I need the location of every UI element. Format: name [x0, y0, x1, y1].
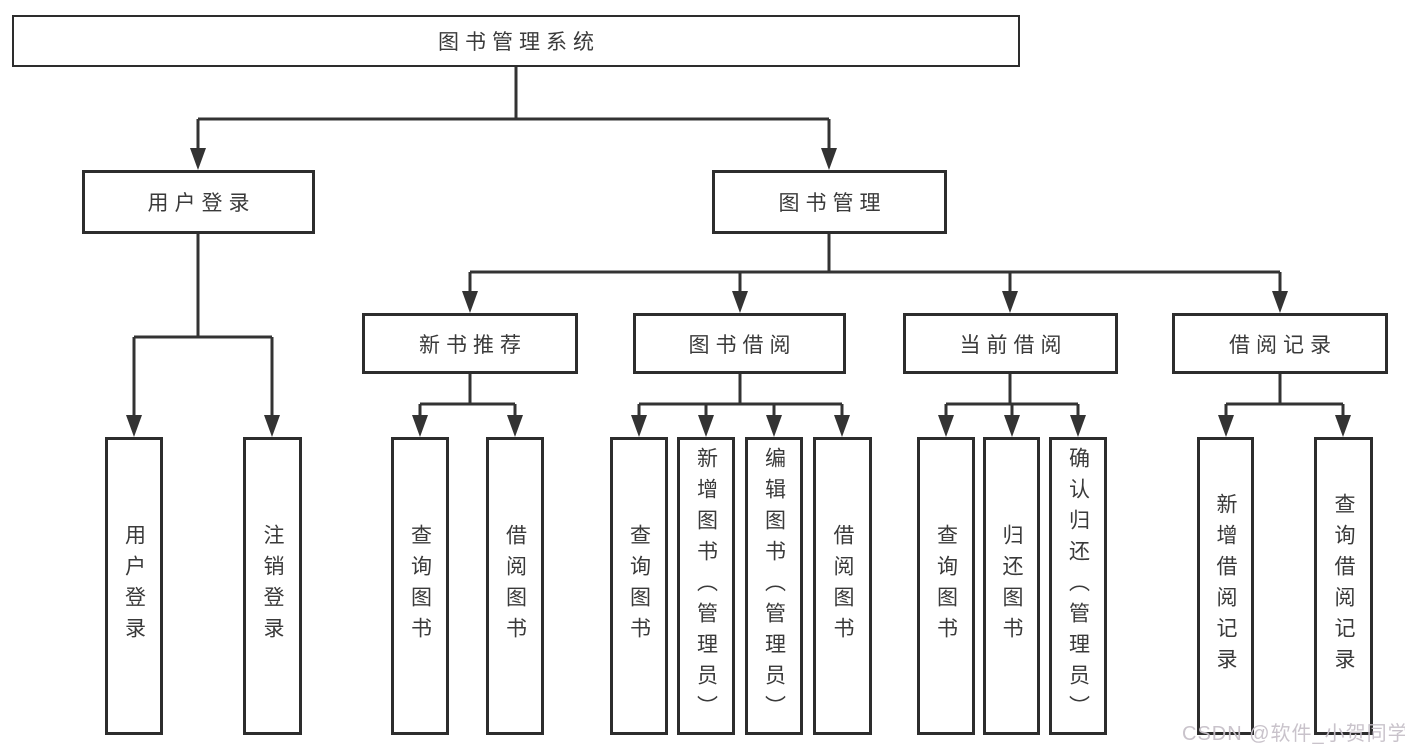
node-current-borrow: 当前借阅	[903, 313, 1118, 374]
leaf-query-books-borrow: 查询图书	[610, 437, 668, 735]
connector-book-management-to-level3	[462, 234, 1288, 313]
connector-book-borrow-to-leaves	[631, 374, 850, 437]
node-root: 图书管理系统	[12, 15, 1020, 67]
node-user-login-label: 用户登录	[147, 192, 256, 215]
connector-current-borrow-to-leaves	[938, 374, 1086, 437]
leaf-return-books: 归还图书	[983, 437, 1040, 735]
leaf-confirm-return-admin-label: 确认归还（管理员）	[1066, 446, 1090, 726]
leaf-query-books-borrow-label: 查询图书	[627, 524, 651, 648]
leaf-logout: 注销登录	[243, 437, 302, 735]
connector-root-to-level2	[190, 66, 837, 170]
leaf-confirm-return-admin: 确认归还（管理员）	[1049, 437, 1107, 735]
leaf-add-borrow-record-label: 新增借阅记录	[1214, 493, 1237, 679]
leaf-borrow-books-recommend-label: 借阅图书	[503, 524, 527, 648]
node-new-book-recommend: 新书推荐	[362, 313, 578, 374]
node-book-management: 图书管理	[712, 170, 947, 234]
leaf-user-login: 用户登录	[105, 437, 163, 735]
leaf-edit-book-admin: 编辑图书（管理员）	[745, 437, 803, 735]
leaf-return-books-label: 归还图书	[1000, 524, 1023, 648]
node-book-borrow: 图书借阅	[633, 313, 846, 374]
node-current-borrow-label: 当前借阅	[959, 333, 1068, 357]
leaf-add-book-admin: 新增图书（管理员）	[677, 437, 735, 735]
leaf-query-borrow-record-label: 查询借阅记录	[1332, 493, 1355, 679]
node-book-borrow-label: 图书借阅	[688, 333, 797, 357]
node-borrow-records: 借阅记录	[1172, 313, 1388, 374]
node-user-login: 用户登录	[82, 170, 315, 234]
leaf-query-books-recommend: 查询图书	[391, 437, 449, 735]
leaf-logout-label: 注销登录	[261, 524, 284, 648]
node-book-management-label: 图书管理	[778, 192, 887, 215]
connector-borrow-records-to-leaves	[1218, 374, 1351, 437]
leaf-borrow-books: 借阅图书	[813, 437, 872, 735]
leaf-borrow-books-recommend: 借阅图书	[486, 437, 544, 735]
leaf-borrow-books-label: 借阅图书	[831, 524, 854, 648]
leaf-query-borrow-record: 查询借阅记录	[1314, 437, 1373, 735]
leaf-user-login-label: 用户登录	[122, 524, 146, 648]
leaf-query-books-recommend-label: 查询图书	[408, 524, 432, 648]
node-root-label: 图书管理系统	[438, 31, 600, 54]
leaf-edit-book-admin-label: 编辑图书（管理员）	[762, 446, 786, 726]
leaf-query-books-current-label: 查询图书	[934, 524, 958, 648]
connector-user-login-to-leaves	[126, 234, 280, 437]
connector-new-book-recommend-to-leaves	[412, 374, 523, 437]
leaf-add-book-admin-label: 新增图书（管理员）	[694, 446, 718, 726]
csdn-watermark: CSDN @软件_小贺同学	[1182, 723, 1405, 745]
node-new-book-recommend-label: 新书推荐	[419, 333, 527, 357]
node-borrow-records-label: 借阅记录	[1229, 333, 1337, 357]
leaf-query-books-current: 查询图书	[917, 437, 975, 735]
leaf-add-borrow-record: 新增借阅记录	[1197, 437, 1254, 735]
